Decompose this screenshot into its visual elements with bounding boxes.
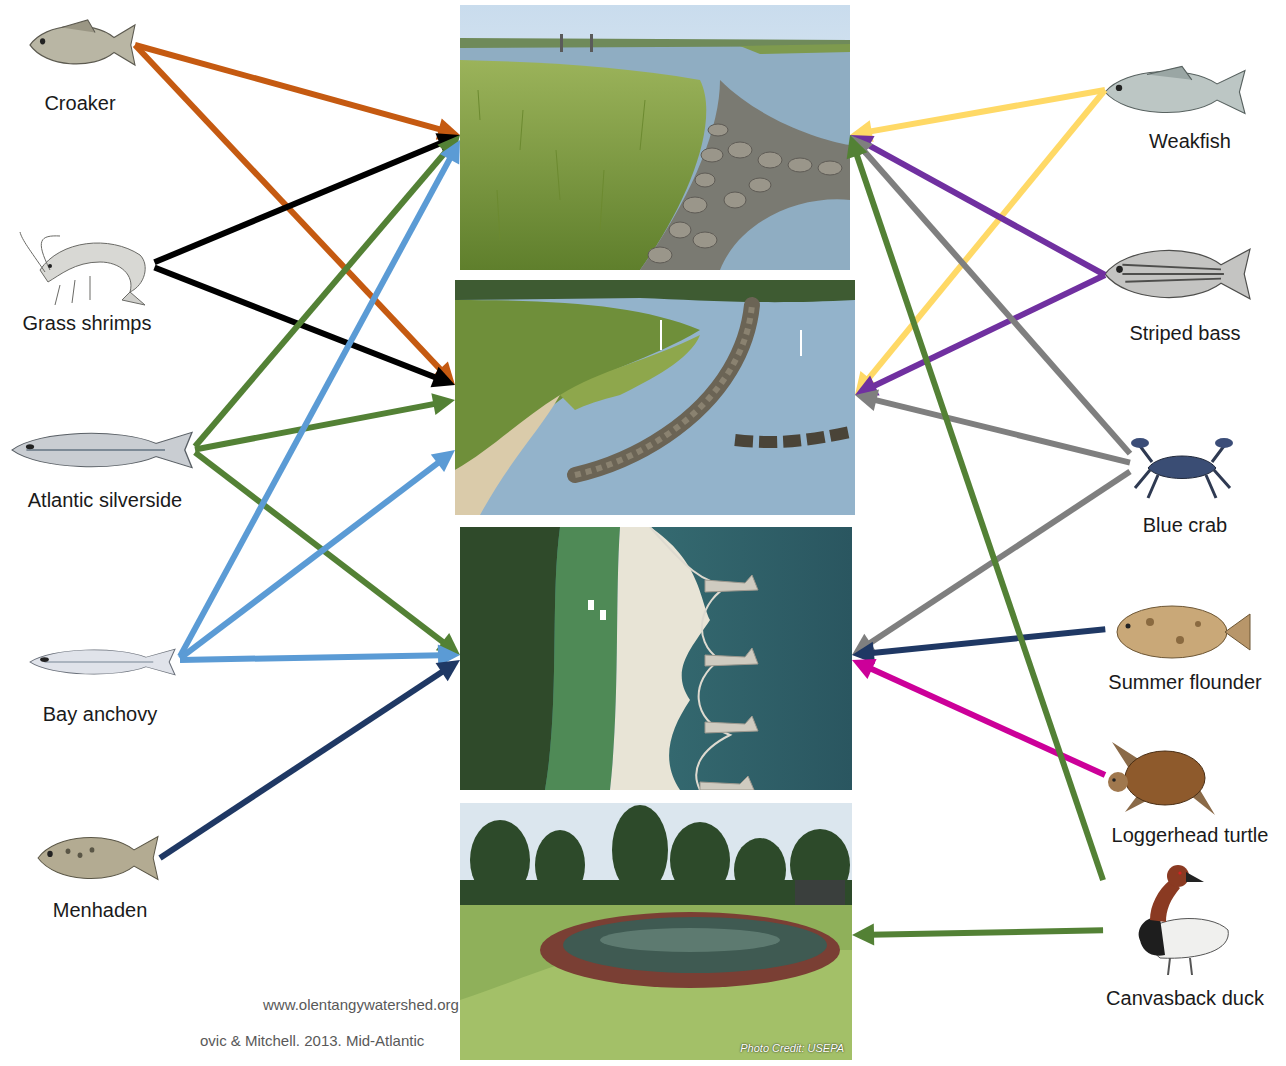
habitat-arrow xyxy=(852,659,1105,775)
silverside-icon xyxy=(12,432,192,467)
habitat-arrow xyxy=(855,390,1130,463)
habitat-arrow xyxy=(855,90,1105,395)
arrowhead xyxy=(852,659,877,679)
arrowhead xyxy=(431,367,455,387)
habitat-arrow xyxy=(180,450,455,658)
arrow-line xyxy=(866,144,1105,275)
photo-credit: Photo Credit: USEPA xyxy=(740,1042,844,1054)
arrow-line xyxy=(872,399,1130,462)
habitat-arrow xyxy=(852,629,1105,663)
arrowhead xyxy=(431,393,455,415)
pond-photo xyxy=(460,803,852,1060)
canvasback-duck-node: Canvasback duck xyxy=(1103,862,1267,1010)
habitat-arrow xyxy=(180,140,460,656)
summer-flounder-node: Summer flounder xyxy=(1105,604,1264,694)
habitat-arrow xyxy=(852,472,1130,655)
arrow-line xyxy=(195,149,448,447)
species-label: Grass shrimps xyxy=(20,311,155,335)
species-label: Striped bass xyxy=(1126,321,1243,345)
arrow-line xyxy=(870,930,1103,934)
arrow-line xyxy=(180,655,442,660)
anchovy-icon xyxy=(30,649,175,675)
grass-shrimp-node: Grass shrimps xyxy=(20,230,155,335)
habitat-photo xyxy=(460,5,850,270)
habitat-arrow xyxy=(195,135,460,446)
habitat-arrow xyxy=(135,45,455,385)
menhaden-icon xyxy=(38,836,158,879)
habitat-arrow xyxy=(180,644,460,666)
species-label: Blue crab xyxy=(1140,513,1231,537)
habitat-arrow xyxy=(160,660,460,858)
arrowhead xyxy=(855,390,879,411)
arrow-line xyxy=(180,461,441,659)
shrimp-icon xyxy=(20,232,145,305)
weakfish-node: Weakfish xyxy=(1105,66,1246,153)
arrow-line xyxy=(870,629,1105,653)
turtle-icon xyxy=(1108,742,1215,815)
habitat-arrow xyxy=(154,268,455,388)
arrow-line xyxy=(868,90,1105,132)
species-label: Bay anchovy xyxy=(40,702,161,726)
habitat-arrow xyxy=(852,924,1103,946)
source-note: ovic & Mitchell. 2013. Mid-Atlantic xyxy=(200,1032,424,1050)
arrowhead xyxy=(852,924,874,946)
arrowhead xyxy=(847,135,868,159)
habitat-arrow xyxy=(195,393,455,449)
habitat-photo xyxy=(455,280,855,515)
blue-crab-icon xyxy=(1131,438,1233,498)
breakwater-photo xyxy=(460,527,852,790)
loggerhead-turtle-node: Loggerhead turtle xyxy=(1105,740,1271,847)
habitat-photo xyxy=(460,527,852,790)
striped-bass-node: Striped bass xyxy=(1105,240,1250,345)
habitat-photo: Photo Credit: USEPA xyxy=(460,803,852,1060)
species-label: Croaker xyxy=(41,91,118,115)
source-note: www.olentangywatershed.org xyxy=(263,996,459,1014)
arrowhead xyxy=(440,140,460,165)
arrow-line xyxy=(867,472,1130,645)
arrowhead xyxy=(436,660,460,681)
habitat-arrow xyxy=(855,275,1105,395)
arrow-line xyxy=(856,152,1103,880)
marsh-photo xyxy=(460,5,850,270)
species-label: Loggerhead turtle xyxy=(1109,823,1272,847)
arrow-line xyxy=(160,670,445,858)
arrow-line xyxy=(866,90,1105,381)
flounder-icon xyxy=(1117,606,1250,658)
arrow-line xyxy=(180,156,451,656)
habitat-arrow xyxy=(154,133,460,262)
species-label: Summer flounder xyxy=(1105,670,1264,694)
weakfish-icon xyxy=(1105,66,1245,113)
menhaden-node: Menhaden xyxy=(36,834,160,922)
canvasback-icon xyxy=(1139,865,1229,975)
striped-bass-icon xyxy=(1105,249,1250,299)
silverside-node: Atlantic silverside xyxy=(10,428,195,512)
habitat-arrow xyxy=(847,135,1103,880)
arrowhead xyxy=(431,450,455,472)
species-label: Menhaden xyxy=(50,898,151,922)
croaker-node: Croaker xyxy=(30,20,135,115)
species-label: Weakfish xyxy=(1146,129,1234,153)
bay-anchovy-node: Bay anchovy xyxy=(30,648,180,726)
blue-crab-node: Blue crab xyxy=(1130,436,1234,537)
species-label: Canvasback duck xyxy=(1103,986,1267,1010)
croaker-icon xyxy=(30,20,135,65)
habitat-arrow xyxy=(135,45,460,140)
arrow-line xyxy=(135,45,443,130)
species-label: Atlantic silverside xyxy=(25,488,186,512)
arrow-line xyxy=(868,667,1105,775)
sill-photo xyxy=(455,280,855,515)
